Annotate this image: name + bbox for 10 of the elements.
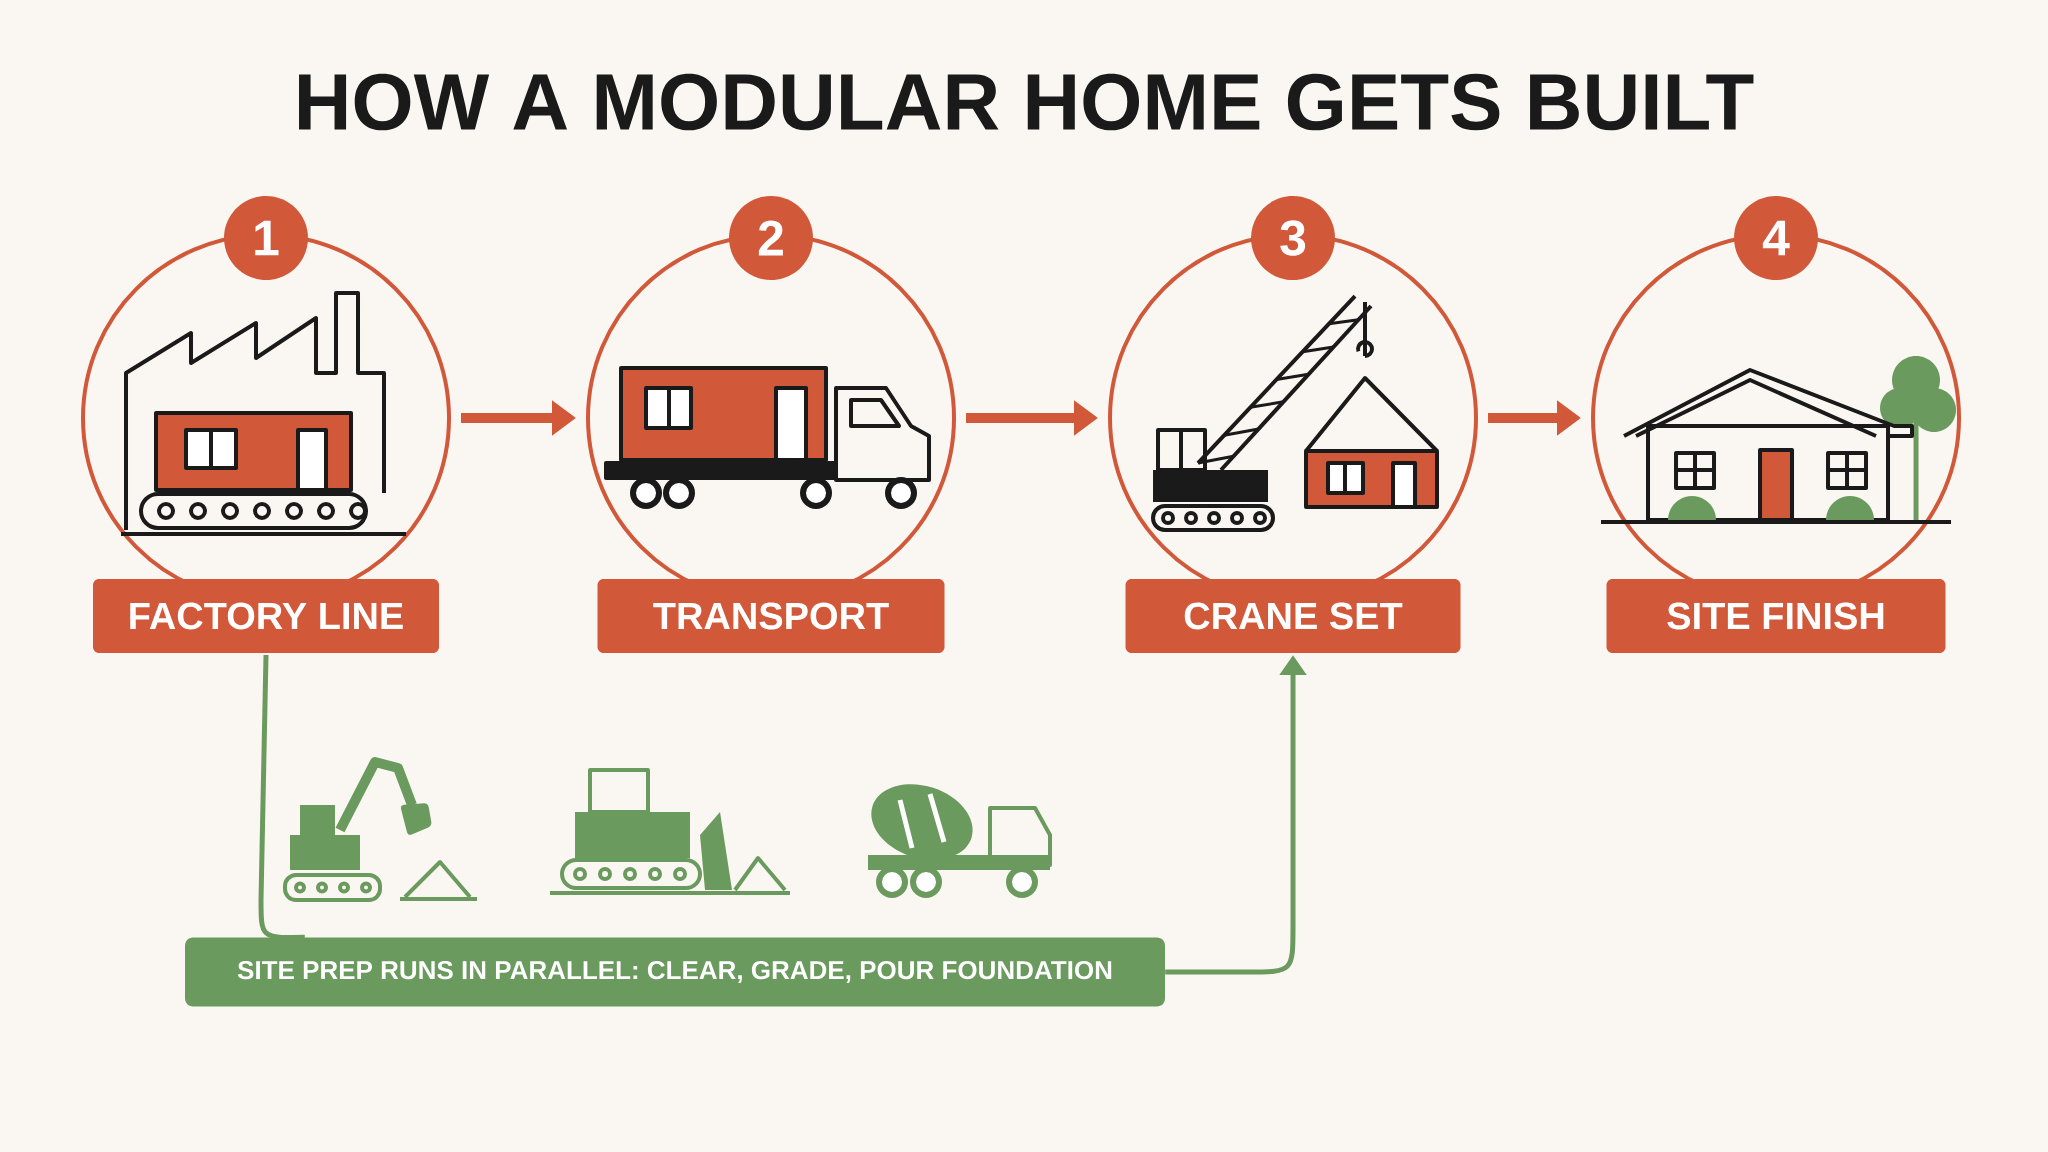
label-bar: SITE FINISH xyxy=(1606,579,1946,653)
label-bar: CRANE SET xyxy=(1125,579,1461,653)
label-bar: TRANSPORT xyxy=(597,579,945,653)
title: HOW A MODULAR HOME GETS BUILT xyxy=(299,73,1754,131)
number-badge: 3 xyxy=(1251,196,1335,280)
number-badge: 4 xyxy=(1734,196,1818,280)
label-bar: FACTORY LINE xyxy=(93,579,439,653)
number-badge: 2 xyxy=(729,196,813,280)
banner: SITE PREP RUNS IN PARALLEL: CLEAR, GRADE, POUR FOUNDATION xyxy=(185,937,1165,1007)
number-badge: 1 xyxy=(224,196,308,280)
